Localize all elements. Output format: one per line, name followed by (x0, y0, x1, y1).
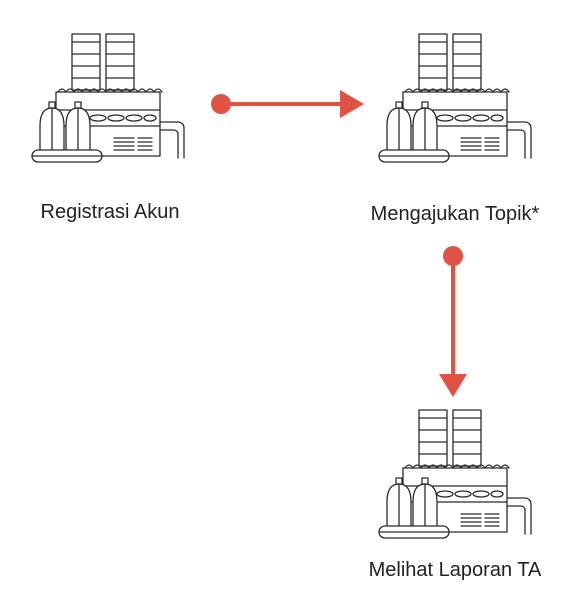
factory-icon (30, 30, 190, 180)
node-label-registrasi: Registrasi Akun (40, 201, 180, 223)
arrow-head-right (340, 90, 364, 118)
factory-icon (377, 406, 537, 556)
arrow-start-dot (443, 246, 463, 266)
arrow-head-down (439, 374, 467, 397)
node-label-laporan: Melihat Laporan TA (368, 559, 542, 581)
node-label-topik: Mengajukan Topik* (370, 203, 540, 225)
arrow-topik-to-laporan (439, 246, 467, 397)
arrow-registrasi-to-topik (211, 90, 364, 118)
arrow-start-dot (211, 94, 231, 114)
factory-icon (377, 30, 537, 180)
